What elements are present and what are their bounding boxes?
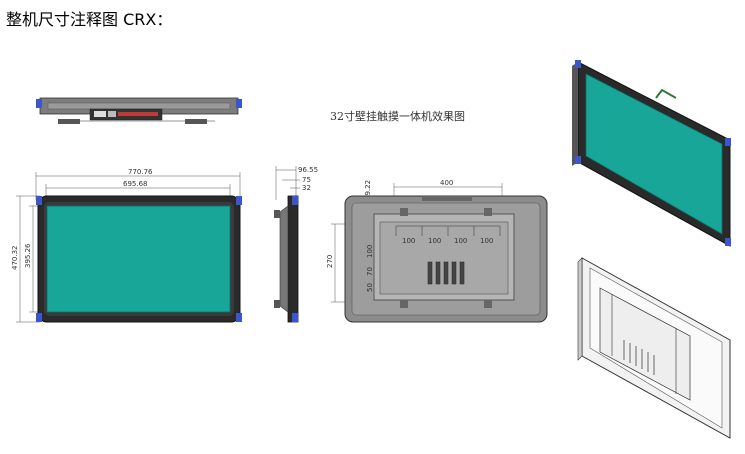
perspective-front-view — [572, 60, 731, 247]
grid-100-a: 100 — [402, 237, 415, 245]
corner-cap — [36, 196, 42, 205]
side-depth-small: 32 — [302, 184, 311, 192]
back-vesa-height: 270 — [326, 255, 334, 268]
back-view: 400 69.22 270 100 100 100 100 100 70 50 — [326, 179, 548, 323]
back-vesa-width: 400 — [440, 179, 453, 187]
corner-cap — [236, 99, 242, 108]
drawing-caption: 32寸壁挂触摸一体机效果图 — [330, 109, 465, 123]
corner-cap — [236, 196, 242, 205]
front-outer-height: 470.32 — [11, 246, 19, 271]
corner-cap — [236, 313, 242, 322]
left-70: 70 — [366, 267, 374, 276]
corner-cap — [36, 99, 42, 108]
top-view — [36, 97, 242, 124]
left-50: 50 — [366, 283, 374, 292]
corner-cap — [575, 60, 581, 68]
grid-100-c: 100 — [454, 237, 467, 245]
grid-100-d: 100 — [480, 237, 493, 245]
front-inner-width: 695.68 — [123, 180, 148, 188]
front-screen — [46, 205, 231, 313]
front-inner-height: 395.26 — [24, 243, 32, 268]
corner-cap — [292, 196, 298, 205]
corner-cap — [292, 313, 298, 322]
corner-cap — [575, 156, 581, 164]
front-view: 770.76 695.68 470.32 395.26 — [11, 168, 242, 323]
corner-cap — [725, 138, 731, 146]
side-view: 96.55 75 32 — [274, 166, 318, 323]
corner-cap — [36, 313, 42, 322]
front-outer-width: 770.76 — [128, 168, 153, 176]
back-top-offset: 69.22 — [364, 180, 372, 200]
corner-cap — [725, 238, 731, 246]
side-depth-mid: 75 — [302, 176, 311, 184]
left-100: 100 — [366, 245, 374, 258]
grid-100-b: 100 — [428, 237, 441, 245]
perspective-back-view — [577, 257, 731, 439]
side-depth-total: 96.55 — [298, 166, 318, 174]
page-title: 整机尺寸注释图 CRX： — [6, 10, 173, 29]
